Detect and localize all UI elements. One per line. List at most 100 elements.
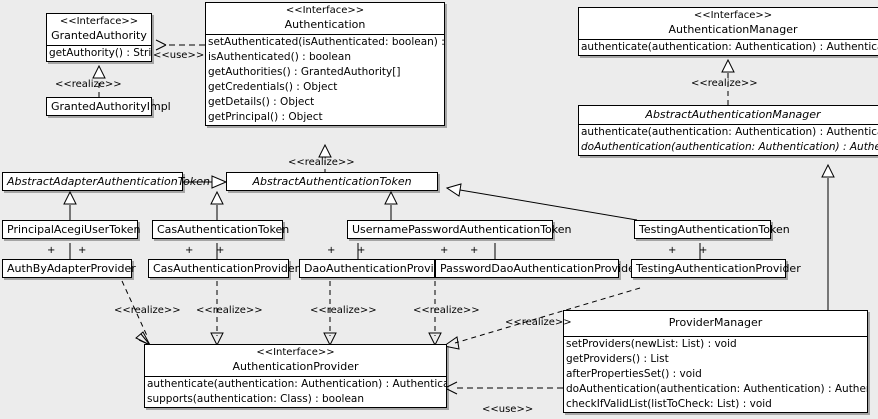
method-row: setProviders(newList: List) : void (566, 338, 737, 350)
class-header: ProviderManager (564, 311, 867, 336)
method-row: authenticate(authentication: Authenticat… (581, 41, 878, 53)
edge-label-realize-auth-by-adapter-provider: <<realize>> (114, 305, 181, 316)
class-divider (564, 336, 867, 337)
multiplicity-username-password-token-passworddao: + (440, 245, 449, 256)
class-name: CasAuthenticationToken (157, 223, 290, 236)
class-header: PasswordDaoAuthenticationProvider (436, 260, 640, 277)
class-abstract-adapter-authentication-token[interactable]: AbstractAdapterAuthenticationToken (2, 172, 210, 191)
class-name: AuthenticationManager (668, 23, 798, 36)
class-name: Authentication (284, 18, 366, 31)
class-abstract-authentication-token[interactable]: AbstractAuthenticationToken (226, 172, 438, 191)
class-name: AuthenticationProvider (232, 360, 359, 373)
class-header: AbstractAuthenticationManager (579, 106, 878, 124)
class-methods: authenticate(authentication: Authenticat… (579, 125, 878, 155)
multiplicity-auth-by-adapter-provider: + (78, 245, 87, 256)
class-cas-authentication-token[interactable]: CasAuthenticationToken (152, 220, 290, 239)
method-row: doAuthentication(authentication: Authent… (566, 383, 867, 395)
class-dao-authentication-provider[interactable]: DaoAuthenticationProvider (299, 259, 452, 278)
class-header: GrantedAuthorityImpl (47, 98, 171, 115)
edge-authentication-uses-grantedauthority (155, 39, 205, 51)
multiplicity-testing-authentication-token: + (668, 245, 677, 256)
edge-label-realize-cas-provider: <<realize>> (196, 305, 263, 316)
class-authentication-provider[interactable]: <<Interface>> AuthenticationProvider aut… (144, 344, 447, 408)
edge-testingauthenticationtoken-extends-abstractauthenticationtoken (445, 183, 638, 221)
class-header: AbstractAdapterAuthenticationToken (3, 173, 210, 190)
class-header: <<Interface>> Authentication (206, 3, 444, 34)
multiplicity-principal-acegi-user-token: + (47, 245, 56, 256)
stereotype-label: <<Interface>> (285, 5, 365, 16)
class-granted-authority[interactable]: <<Interface>> GrantedAuthority getAuthor… (46, 13, 152, 62)
stereotype-label: <<Interface>> (256, 347, 335, 358)
class-username-password-authentication-token[interactable]: UsernamePasswordAuthenticationToken (347, 220, 572, 239)
class-divider (206, 34, 444, 35)
class-name: UsernamePasswordAuthenticationToken (352, 223, 572, 236)
edge-label-realize-granted-authority-impl: <<realize>> (55, 79, 122, 90)
edge-label-realize-abstract-authentication-token: <<realize>> (288, 157, 355, 168)
class-testing-authentication-token[interactable]: TestingAuthenticationToken (634, 220, 790, 239)
multiplicity-username-password-token-dao: + (327, 245, 336, 256)
class-name: AuthByAdapterProvider (7, 262, 136, 275)
edge-providermanager-extends-abstractauthenticationmanager (821, 163, 835, 310)
class-provider-manager[interactable]: ProviderManager setProviders(newList: Li… (563, 310, 868, 413)
multiplicity-testing-authentication-provider: + (699, 245, 708, 256)
class-header: <<Interface>> AuthenticationProvider (145, 345, 446, 376)
multiplicity-cas-authentication-token: + (185, 245, 194, 256)
class-name: DaoAuthenticationProvider (304, 262, 452, 275)
class-methods: getAuthority() : String (47, 46, 151, 61)
edge-label-use-granted-authority: <<use>> (153, 50, 205, 61)
class-header: DaoAuthenticationProvider (300, 260, 452, 277)
class-cas-authentication-provider[interactable]: CasAuthenticationProvider (148, 259, 300, 278)
class-abstract-authentication-manager[interactable]: AbstractAuthenticationManager authentica… (578, 105, 878, 156)
class-divider (145, 376, 446, 377)
class-authentication[interactable]: <<Interface>> Authentication setAuthenti… (205, 2, 445, 126)
method-row: authenticate(authentication: Authenticat… (581, 126, 878, 138)
method-row: checkIfValidList(listToCheck: List) : vo… (566, 398, 772, 410)
class-methods: authenticate(authentication: Authenticat… (145, 377, 446, 407)
edge-label-realize-dao-provider: <<realize>> (310, 305, 377, 316)
class-header: CasAuthenticationToken (153, 221, 290, 238)
method-row: setAuthenticated(isAuthenticated: boolea… (208, 36, 444, 48)
class-name: CasAuthenticationProvider (153, 262, 300, 275)
class-name: PasswordDaoAuthenticationProvider (440, 262, 640, 275)
method-row: getCredentials() : Object (208, 81, 338, 93)
method-row: getAuthority() : String (49, 47, 151, 59)
multiplicity-password-dao-provider: + (470, 245, 479, 256)
multiplicity-cas-authentication-provider: + (216, 245, 225, 256)
class-header: <<Interface>> GrantedAuthority (47, 14, 151, 45)
class-methods: setProviders(newList: List) : void getPr… (564, 337, 867, 412)
class-principal-acegi-user-token[interactable]: PrincipalAcegiUserToken (2, 220, 140, 239)
edge-usernamepasswordtoken-extends-abstractauthenticationtoken (384, 190, 398, 220)
method-row: isAuthenticated() : boolean (208, 51, 351, 63)
class-name: AbstractAdapterAuthenticationToken (7, 175, 210, 188)
class-name: GrantedAuthorityImpl (51, 100, 171, 113)
edge-principalacegiusertoken-extends-abstractadapter (63, 190, 77, 220)
edge-label-use-provider-manager: <<use>> (482, 404, 534, 415)
class-name: ProviderManager (668, 316, 763, 329)
multiplicity-dao-authentication-provider: + (357, 245, 366, 256)
class-divider (47, 45, 151, 46)
stereotype-label: <<Interface>> (59, 16, 139, 27)
class-name: TestingAuthenticationToken (639, 223, 790, 236)
edge-label-realize-testing-provider: <<realize>> (505, 317, 572, 328)
class-name: GrantedAuthority (51, 29, 147, 42)
class-header: UsernamePasswordAuthenticationToken (348, 221, 572, 238)
stereotype-label: <<Interface>> (693, 10, 773, 21)
class-password-dao-authentication-provider[interactable]: PasswordDaoAuthenticationProvider (435, 259, 640, 278)
method-row: afterPropertiesSet() : void (566, 368, 702, 380)
edge-label-realize-abstract-authentication-manager: <<realize>> (691, 78, 758, 89)
class-authentication-manager[interactable]: <<Interface>> AuthenticationManager auth… (578, 7, 878, 56)
class-granted-authority-impl[interactable]: GrantedAuthorityImpl (46, 97, 171, 116)
class-name: AbstractAuthenticationManager (645, 108, 821, 121)
method-row: authenticate(authentication: Authenticat… (147, 378, 446, 390)
class-header: AbstractAuthenticationToken (227, 173, 437, 190)
class-testing-authentication-provider[interactable]: TestingAuthenticationProvider (631, 259, 801, 278)
method-row: doAuthentication(authentication: Authent… (581, 141, 878, 153)
method-row: supports(authentication: Class) : boolea… (147, 393, 364, 405)
class-divider (579, 39, 878, 40)
class-header: <<Interface>> AuthenticationManager (579, 8, 878, 39)
class-auth-by-adapter-provider[interactable]: AuthByAdapterProvider (2, 259, 136, 278)
method-row: getProviders() : List (566, 353, 669, 365)
class-name: TestingAuthenticationProvider (636, 262, 801, 275)
class-header: AuthByAdapterProvider (3, 260, 136, 277)
